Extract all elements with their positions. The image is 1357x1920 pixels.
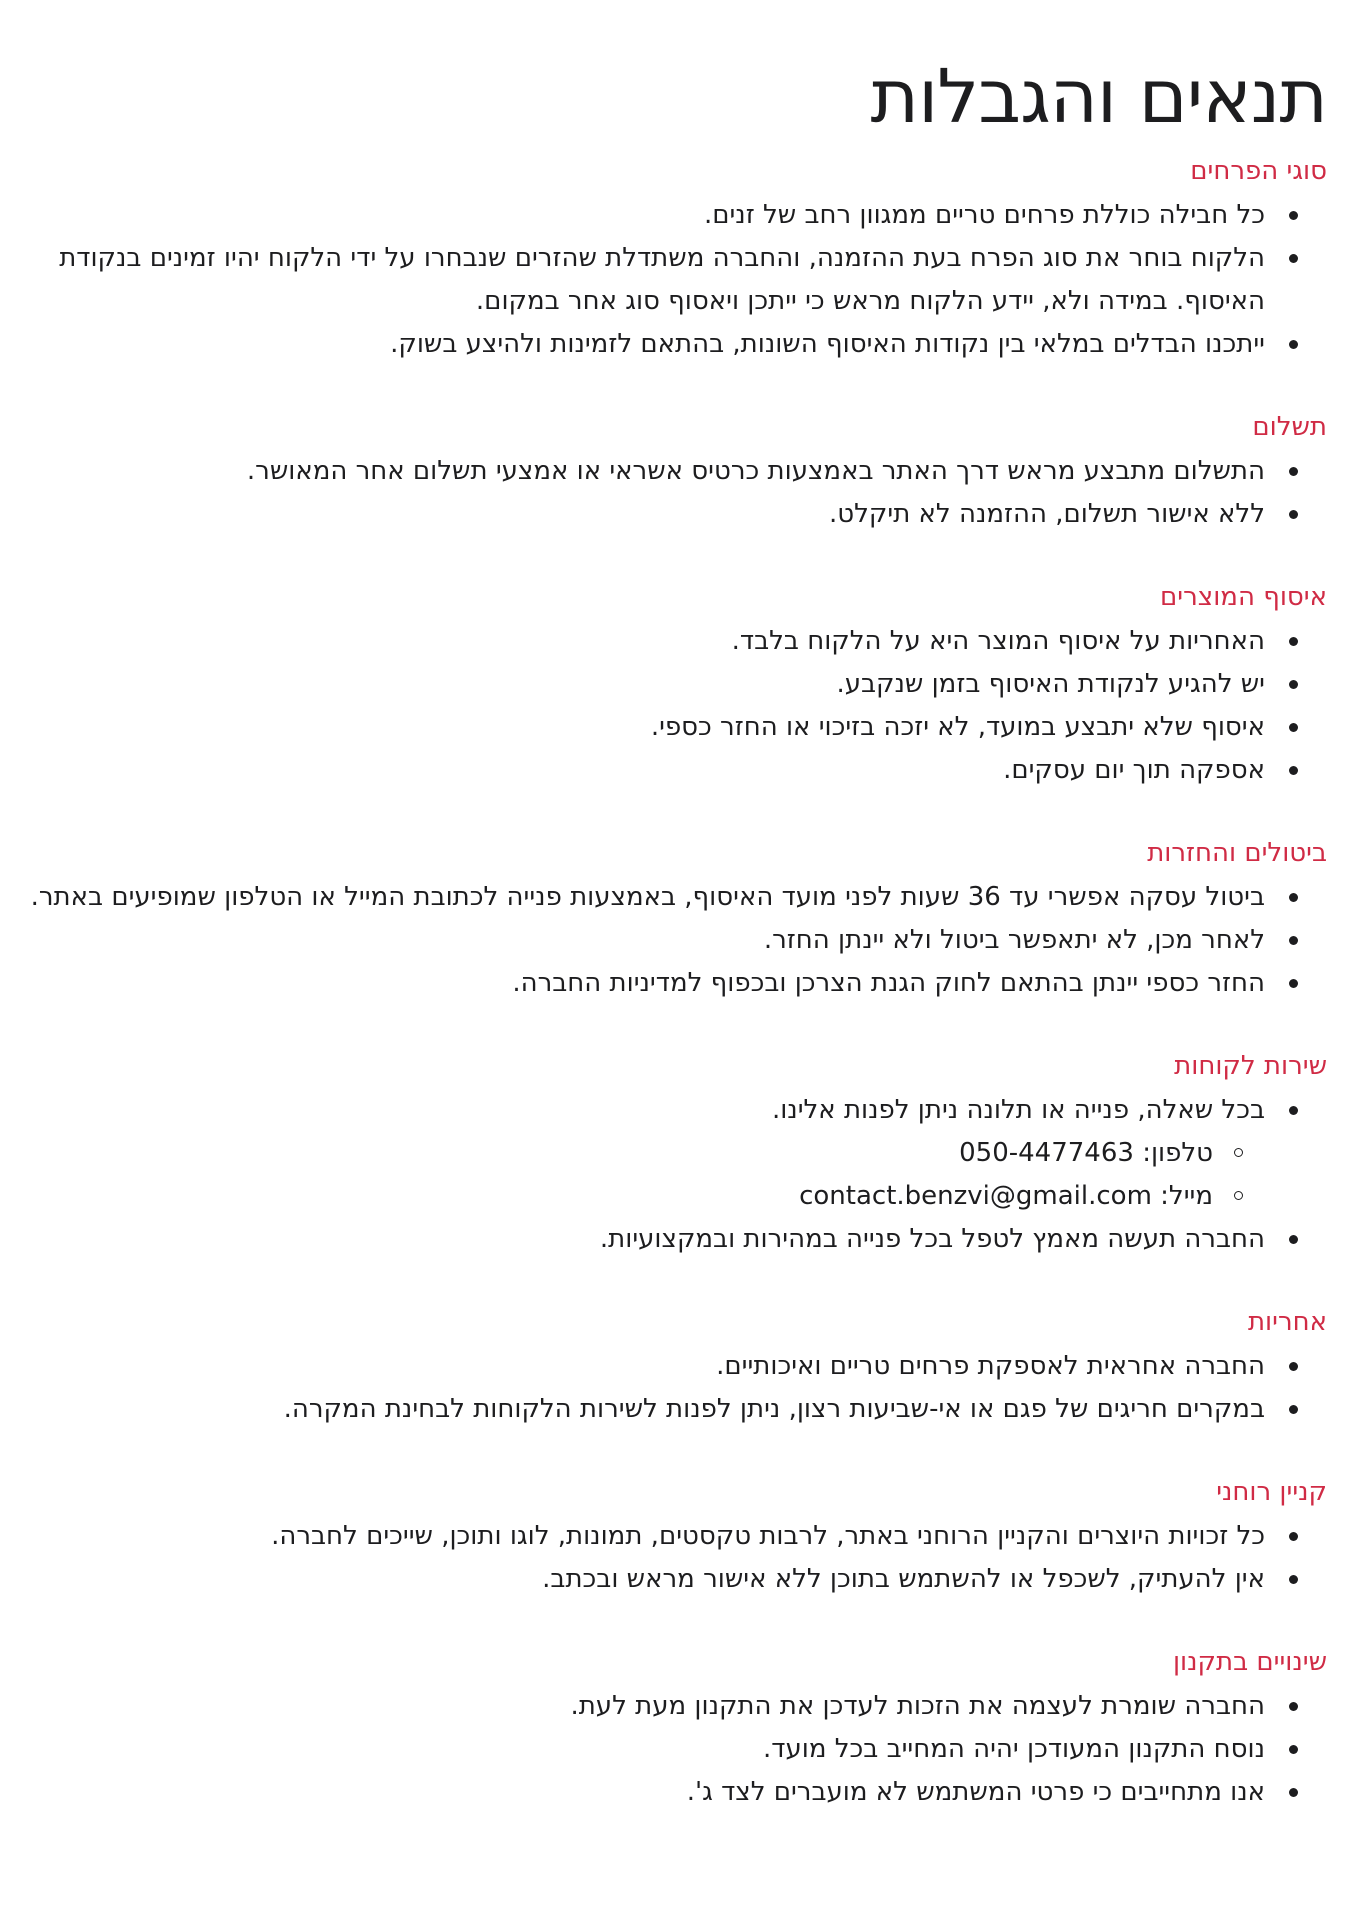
list-item-text: האחריות על איסוף המוצר היא על הלקוח בלבד… bbox=[731, 626, 1265, 656]
email-label: מייל: bbox=[1160, 1181, 1213, 1211]
bullet-icon bbox=[1289, 1532, 1298, 1541]
list-item-text: התשלום מתבצע מראש דרך האתר באמצעות כרטיס… bbox=[246, 456, 1265, 486]
list-item-text: כל זכויות היוצרים והקניין הרוחני באתר, ל… bbox=[271, 1521, 1265, 1551]
list-item: החזר כספי יינתן בהתאם לחוק הגנת הצרכן וב… bbox=[30, 962, 1298, 1005]
list-item: החברה שומרת לעצמה את הזכות לעדכן את התקנ… bbox=[30, 1685, 1298, 1728]
list-item: אנו מתחייבים כי פרטי המשתמש לא מועברים ל… bbox=[30, 1771, 1298, 1814]
contact-email-item: מייל: contact.benzvi@gmail.com bbox=[30, 1175, 1243, 1218]
section-heading: אחריות bbox=[1247, 1307, 1327, 1337]
list-item: התשלום מתבצע מראש דרך האתר באמצעות כרטיס… bbox=[30, 450, 1298, 493]
list-item: נוסח התקנון המעודכן יהיה המחייב בכל מועד… bbox=[30, 1728, 1298, 1771]
sub-bullet-icon bbox=[1234, 1148, 1243, 1157]
list-item-text: החברה תעשה מאמץ לטפל בכל פנייה במהירות ו… bbox=[599, 1224, 1265, 1254]
list-item: אספקה תוך יום עסקים. bbox=[30, 749, 1298, 792]
list-item-text: בכל שאלה, פנייה או תלונה ניתן לפנות אלינ… bbox=[771, 1095, 1265, 1125]
section-heading: ביטולים והחזרות bbox=[1147, 838, 1327, 868]
bullet-list: האחריות על איסוף המוצר היא על הלקוח בלבד… bbox=[30, 620, 1327, 792]
list-item-text: החזר כספי יינתן בהתאם לחוק הגנת הצרכן וב… bbox=[512, 968, 1265, 998]
sub-bullet-icon bbox=[1234, 1191, 1243, 1200]
list-item: יש להגיע לנקודת האיסוף בזמן שנקבע. bbox=[30, 663, 1298, 706]
list-item: ביטול עסקה אפשרי עד 36 שעות לפני מועד הא… bbox=[30, 876, 1298, 919]
list-item: בכל שאלה, פנייה או תלונה ניתן לפנות אלינ… bbox=[30, 1089, 1298, 1218]
section-heading: שירות לקוחות bbox=[1174, 1051, 1327, 1081]
section-customer-service: שירות לקוחות בכל שאלה, פנייה או תלונה ני… bbox=[30, 1047, 1327, 1261]
bullet-icon bbox=[1289, 211, 1298, 220]
bullet-icon bbox=[1289, 1362, 1298, 1371]
list-item: ייתכנו הבדלים במלאי בין נקודות האיסוף הש… bbox=[30, 323, 1298, 366]
bullet-list: החברה אחראית לאספקת פרחים טריים ואיכותיי… bbox=[30, 1345, 1327, 1431]
list-item: אין להעתיק, לשכפל או להשתמש בתוכן ללא אי… bbox=[30, 1558, 1298, 1601]
bullet-icon bbox=[1289, 1575, 1298, 1584]
terms-page: תנאים והגבלות סוגי הפרחים כל חבילה כוללת… bbox=[30, 0, 1328, 1920]
list-item: ללא אישור תשלום, ההזמנה לא תיקלט. bbox=[30, 493, 1298, 536]
list-item-text: יש להגיע לנקודת האיסוף בזמן שנקבע. bbox=[836, 669, 1265, 699]
bullet-icon bbox=[1289, 1106, 1298, 1115]
bullet-list: כל זכויות היוצרים והקניין הרוחני באתר, ל… bbox=[30, 1515, 1327, 1601]
list-item: האחריות על איסוף המוצר היא על הלקוח בלבד… bbox=[30, 620, 1298, 663]
list-item-text: לאחר מכן, לא יתאפשר ביטול ולא יינתן החזר… bbox=[763, 925, 1265, 955]
bullet-list: כל חבילה כוללת פרחים טריים ממגוון רחב של… bbox=[30, 194, 1327, 366]
list-item: כל זכויות היוצרים והקניין הרוחני באתר, ל… bbox=[30, 1515, 1298, 1558]
section-intellectual-property: קניין רוחני כל זכויות היוצרים והקניין הר… bbox=[30, 1473, 1327, 1601]
bullet-icon bbox=[1289, 936, 1298, 945]
list-item-text: אין להעתיק, לשכפל או להשתמש בתוכן ללא אי… bbox=[542, 1564, 1265, 1594]
list-item-text: אנו מתחייבים כי פרטי המשתמש לא מועברים ל… bbox=[686, 1777, 1265, 1807]
bullet-icon bbox=[1289, 637, 1298, 646]
bullet-list: ביטול עסקה אפשרי עד 36 שעות לפני מועד הא… bbox=[30, 876, 1327, 1005]
list-item: החברה תעשה מאמץ לטפל בכל פנייה במהירות ו… bbox=[30, 1218, 1298, 1261]
list-item: איסוף שלא יתבצע במועד, לא יזכה בזיכוי או… bbox=[30, 706, 1298, 749]
bullet-icon bbox=[1289, 510, 1298, 519]
bullet-icon bbox=[1289, 340, 1298, 349]
bullet-list: בכל שאלה, פנייה או תלונה ניתן לפנות אלינ… bbox=[30, 1089, 1327, 1261]
list-item-text: ביטול עסקה אפשרי עד 36 שעות לפני מועד הא… bbox=[30, 882, 1265, 912]
section-cancellations: ביטולים והחזרות ביטול עסקה אפשרי עד 36 ש… bbox=[30, 834, 1327, 1005]
list-item: במקרים חריגים של פגם או אי-שביעות רצון, … bbox=[30, 1388, 1298, 1431]
section-pickup: איסוף המוצרים האחריות על איסוף המוצר היא… bbox=[30, 578, 1327, 792]
phone-number[interactable]: 050-4477463 bbox=[959, 1138, 1134, 1168]
list-item: לאחר מכן, לא יתאפשר ביטול ולא יינתן החזר… bbox=[30, 919, 1298, 962]
section-heading: סוגי הפרחים bbox=[1190, 156, 1327, 186]
contact-phone-item: טלפון: 050-4477463 bbox=[30, 1132, 1243, 1175]
list-item-text: כל חבילה כוללת פרחים טריים ממגוון רחב של… bbox=[703, 200, 1265, 230]
bullet-list: החברה שומרת לעצמה את הזכות לעדכן את התקנ… bbox=[30, 1685, 1327, 1814]
bullet-icon bbox=[1289, 766, 1298, 775]
list-item-text: הלקוח בוחר את סוג הפרח בעת ההזמנה, והחבר… bbox=[59, 243, 1265, 316]
phone-label: טלפון: bbox=[1142, 1138, 1213, 1168]
section-heading: תשלום bbox=[1252, 412, 1327, 442]
section-responsibility: אחריות החברה אחראית לאספקת פרחים טריים ו… bbox=[30, 1303, 1327, 1431]
bullet-icon bbox=[1289, 1702, 1298, 1711]
list-item-text: ייתכנו הבדלים במלאי בין נקודות האיסוף הש… bbox=[390, 329, 1265, 359]
contact-list: טלפון: 050-4477463 מייל: contact.benzvi@… bbox=[30, 1132, 1265, 1218]
list-item-text: ללא אישור תשלום, ההזמנה לא תיקלט. bbox=[829, 499, 1265, 529]
list-item: כל חבילה כוללת פרחים טריים ממגוון רחב של… bbox=[30, 194, 1298, 237]
list-item: החברה אחראית לאספקת פרחים טריים ואיכותיי… bbox=[30, 1345, 1298, 1388]
section-flower-types: סוגי הפרחים כל חבילה כוללת פרחים טריים מ… bbox=[30, 152, 1327, 366]
section-heading: איסוף המוצרים bbox=[1160, 582, 1327, 612]
bullet-list: התשלום מתבצע מראש דרך האתר באמצעות כרטיס… bbox=[30, 450, 1327, 536]
list-item-text: איסוף שלא יתבצע במועד, לא יזכה בזיכוי או… bbox=[650, 712, 1265, 742]
list-item-text: אספקה תוך יום עסקים. bbox=[1003, 755, 1265, 785]
bullet-icon bbox=[1289, 467, 1298, 476]
bullet-icon bbox=[1289, 1235, 1298, 1244]
section-heading: שינויים בתקנון bbox=[1172, 1647, 1327, 1677]
bullet-icon bbox=[1289, 979, 1298, 988]
bullet-icon bbox=[1289, 1405, 1298, 1414]
list-item-text: החברה שומרת לעצמה את הזכות לעדכן את התקנ… bbox=[570, 1691, 1265, 1721]
email-address[interactable]: contact.benzvi@gmail.com bbox=[799, 1181, 1152, 1211]
list-item: הלקוח בוחר את סוג הפרח בעת ההזמנה, והחבר… bbox=[30, 237, 1298, 323]
bullet-icon bbox=[1289, 1745, 1298, 1754]
section-policy-changes: שינויים בתקנון החברה שומרת לעצמה את הזכו… bbox=[30, 1643, 1327, 1814]
list-item-text: במקרים חריגים של פגם או אי-שביעות רצון, … bbox=[283, 1394, 1265, 1424]
section-heading: קניין רוחני bbox=[1216, 1477, 1327, 1507]
bullet-icon bbox=[1289, 680, 1298, 689]
bullet-icon bbox=[1289, 723, 1298, 732]
list-item-text: נוסח התקנון המעודכן יהיה המחייב בכל מועד… bbox=[763, 1734, 1265, 1764]
bullet-icon bbox=[1289, 893, 1298, 902]
bullet-icon bbox=[1289, 254, 1298, 263]
page-title: תנאים והגבלות bbox=[870, 54, 1328, 140]
list-item-text: החברה אחראית לאספקת פרחים טריים ואיכותיי… bbox=[716, 1351, 1265, 1381]
section-payment: תשלום התשלום מתבצע מראש דרך האתר באמצעות… bbox=[30, 408, 1327, 536]
bullet-icon bbox=[1289, 1788, 1298, 1797]
sections-container: סוגי הפרחים כל חבילה כוללת פרחים טריים מ… bbox=[30, 152, 1327, 1814]
